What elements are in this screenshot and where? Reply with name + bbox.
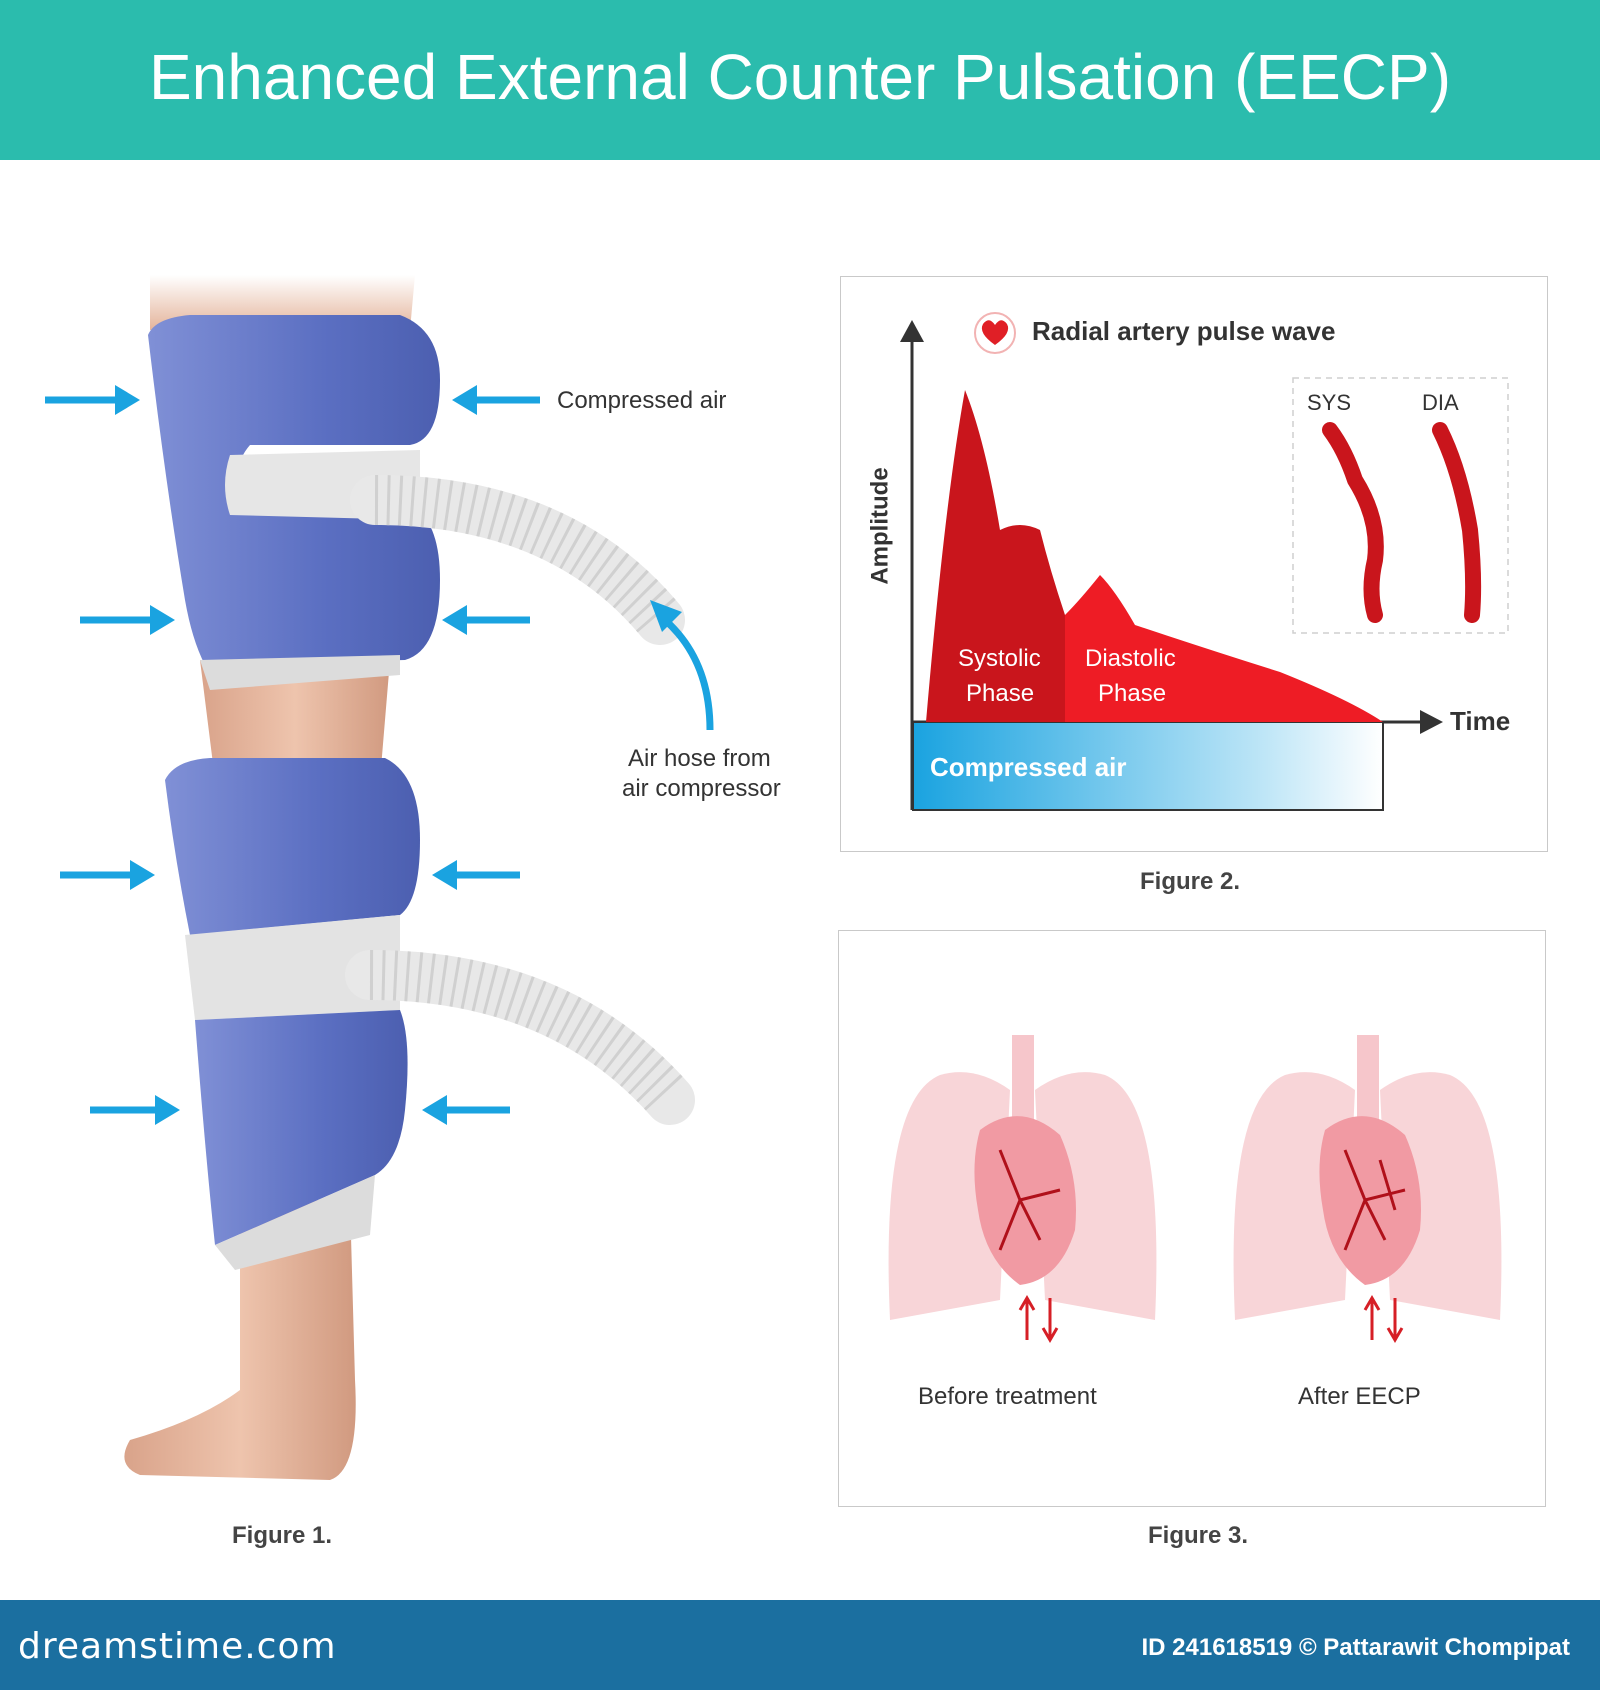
footer-bar: dreamstime.com ID 241618519 © Pattarawit… [0,1600,1600,1690]
before-treatment-label: Before treatment [918,1383,1097,1410]
heart-icon [974,312,1016,354]
compressed-air-bar [912,721,1384,811]
systolic-phase-line2: Phase [966,680,1035,707]
footer-brand[interactable]: dreamstime.com [18,1626,337,1667]
lower-cuff [165,758,420,1270]
leg [124,275,415,1480]
figure3-caption: Figure 3. [1148,1522,1249,1549]
air-hose-upper [350,475,685,645]
air-hose-lower [345,950,695,1125]
footer-credit: ID 241618519 © Pattarawit Chompipat [1141,1634,1570,1661]
systolic-phase-line1: Systolic [958,645,1041,672]
diastolic-phase-line2: Phase [1098,680,1167,707]
before-heart-lungs [888,1035,1157,1343]
dia-vessel [1432,422,1482,623]
header-banner: Enhanced External Counter Pulsation (EEC… [0,0,1600,160]
compressed-air-label: Compressed air [557,387,727,414]
dia-label: DIA [1422,390,1459,415]
compressed-air-bar-label: Compressed air [930,752,1127,782]
systolic-area [926,390,1065,722]
after-eecp-label: After EECP [1298,1383,1421,1410]
air-hose-label-line2: air compressor [622,775,781,802]
vessel-inset [1292,377,1509,634]
compression-arrows [45,385,714,1125]
sys-label: SYS [1307,390,1352,415]
figure2-caption: Figure 2. [1140,868,1241,895]
time-label: Time [1450,706,1511,736]
diastolic-area [1065,575,1383,722]
figure1-caption: Figure 1. [232,1522,333,1549]
page-title: Enhanced External Counter Pulsation (EEC… [148,41,1452,113]
diastolic-phase-line1: Diastolic [1085,645,1176,672]
after-heart-lungs [1233,1035,1502,1343]
sys-vessel [1322,422,1384,623]
air-hose-label-line1: Air hose from [628,745,771,772]
pulse-wave-title: Radial artery pulse wave [1032,316,1336,346]
